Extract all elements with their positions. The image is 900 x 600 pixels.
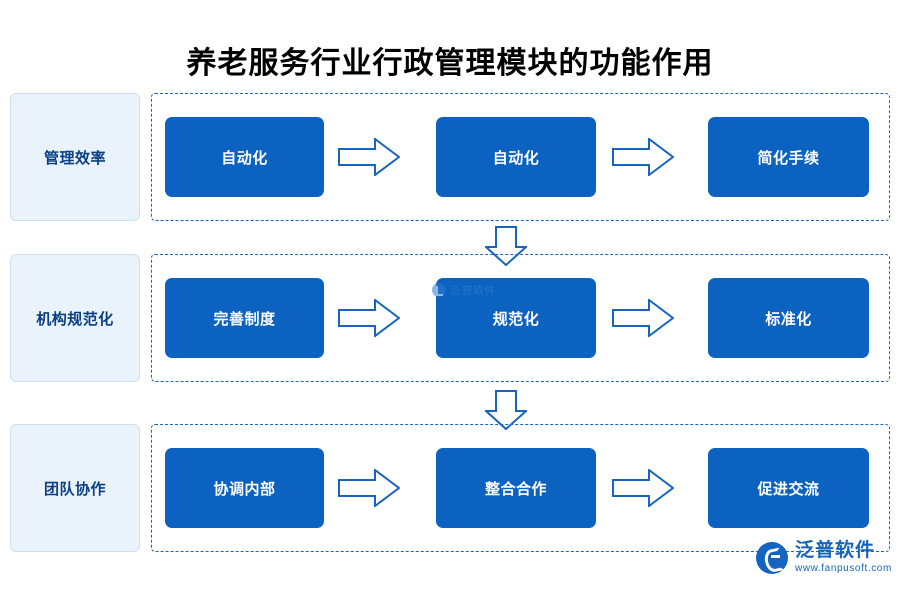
node-row1-col3[interactable]: 简化手续 xyxy=(708,117,869,197)
node-label: 完善制度 xyxy=(213,310,276,328)
page-title: 养老服务行业行政管理模块的功能作用 xyxy=(186,47,714,80)
node-row1-col2[interactable]: 自动化 xyxy=(436,117,596,197)
node-label: 整合合作 xyxy=(484,480,547,498)
node-row3-col2[interactable]: 整合合作 xyxy=(436,448,596,528)
fanpu-logo-icon xyxy=(756,541,788,574)
node-row2-col3[interactable]: 标准化 xyxy=(708,278,869,358)
arrow-right-icon xyxy=(338,138,400,176)
row-dashed-container-3 xyxy=(151,424,890,552)
node-label: 促进交流 xyxy=(757,480,820,498)
row-label-team-collaboration: 团队协作 xyxy=(10,424,140,552)
node-label: 协调内部 xyxy=(213,480,276,498)
center-watermark: 泛普软件 xyxy=(432,282,496,298)
row-label-text: 团队协作 xyxy=(43,480,106,498)
node-row1-col1[interactable]: 自动化 xyxy=(165,117,324,197)
brand-logo-text: 泛普软件 www.fanpusoft.com xyxy=(795,541,892,574)
diagram-row-3: 团队协作 协调内部 整合合作 促进交流 xyxy=(10,424,890,552)
node-label: 简化手续 xyxy=(757,149,820,167)
brand-name-cn: 泛普软件 xyxy=(795,540,876,561)
node-row3-col3[interactable]: 促进交流 xyxy=(708,448,869,528)
diagram-row-1: 管理效率 自动化 自动化 简化手续 xyxy=(10,93,890,221)
arrow-down-icon xyxy=(485,390,527,430)
arrow-right-icon xyxy=(612,138,674,176)
node-label: 规范化 xyxy=(492,310,540,328)
node-row3-col1[interactable]: 协调内部 xyxy=(165,448,324,528)
check-circle-icon xyxy=(432,283,446,297)
node-label: 自动化 xyxy=(492,149,540,167)
center-watermark-text: 泛普软件 xyxy=(450,285,496,297)
node-row2-col2[interactable]: 规范化 xyxy=(436,278,596,358)
arrow-right-icon xyxy=(338,299,400,337)
node-row2-col1[interactable]: 完善制度 xyxy=(165,278,324,358)
brand-name-en: www.fanpusoft.com xyxy=(795,563,892,574)
row-label-institutional-standardization: 机构规范化 xyxy=(10,254,140,382)
row-dashed-container-1 xyxy=(151,93,890,221)
diagram-row-2: 机构规范化 完善制度 规范化 标准化 xyxy=(10,254,890,382)
row-dashed-container-2 xyxy=(151,254,890,382)
row-label-text: 管理效率 xyxy=(43,149,106,167)
arrow-right-icon xyxy=(338,469,400,507)
node-label: 标准化 xyxy=(765,310,812,328)
brand-logo: 泛普软件 www.fanpusoft.com xyxy=(756,541,892,574)
node-label: 自动化 xyxy=(221,149,268,167)
row-label-management-efficiency: 管理效率 xyxy=(10,93,140,221)
arrow-down-icon xyxy=(485,226,527,266)
arrow-right-icon xyxy=(612,469,674,507)
row-label-text: 机构规范化 xyxy=(36,310,114,328)
arrow-right-icon xyxy=(612,299,674,337)
